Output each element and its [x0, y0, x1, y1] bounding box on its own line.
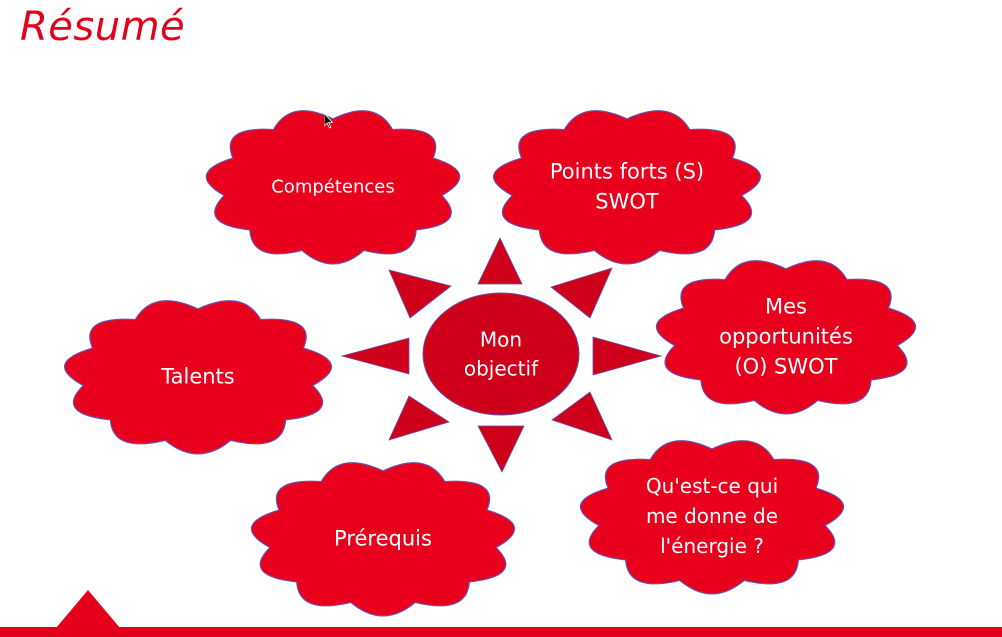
cloud-points-forts[interactable]: Points forts (S) SWOT: [493, 110, 761, 265]
cloud-label-talents: Talents: [160, 364, 234, 388]
cloud-competences[interactable]: Compétences: [205, 110, 461, 265]
arrow-up: [477, 237, 523, 285]
arrow-up-right: [550, 267, 613, 319]
cloud-label-line: Mes: [765, 294, 807, 318]
cloud-talents[interactable]: Talents: [64, 300, 332, 455]
cloud-label-line: Prérequis: [334, 526, 432, 550]
center-label-line: Mon: [480, 328, 522, 352]
cloud-shape: [250, 462, 516, 617]
cloud-shape: [205, 110, 461, 265]
cloud-label-line: Talents: [160, 364, 234, 388]
cloud-label-line: SWOT: [595, 189, 659, 213]
arrow-right: [592, 336, 663, 376]
slide-title: Résumé: [20, 4, 186, 50]
cloud-group: Compétences Points forts (S) SWOT Mes opport…: [64, 110, 917, 617]
center-label-line: objectif: [464, 357, 539, 381]
arrow-up-left: [388, 269, 452, 319]
cloud-shape: [655, 260, 917, 415]
cloud-shape: [579, 440, 845, 595]
cloud-label-line: me donne de: [646, 504, 778, 528]
arrow-group: [340, 237, 663, 473]
cloud-label-line: (O) SWOT: [734, 354, 837, 378]
center-ellipse: [422, 292, 580, 416]
cloud-label-energie: Qu'est-ce qui me donne de l'énergie ?: [646, 474, 778, 558]
center-label: Mon objectif: [464, 328, 539, 381]
cloud-shape: [64, 300, 332, 455]
cloud-shape: [493, 110, 761, 265]
center-node[interactable]: Mon objectif: [422, 292, 580, 416]
cloud-label-line: l'énergie ?: [660, 534, 764, 558]
cloud-prerequis[interactable]: Prérequis: [250, 462, 516, 617]
cloud-label-line: Points forts (S): [550, 159, 704, 183]
arrow-down: [477, 425, 525, 473]
cloud-energie[interactable]: Qu'est-ce qui me donne de l'énergie ?: [579, 440, 845, 595]
cloud-label-points-forts: Points forts (S) SWOT: [550, 159, 704, 213]
cloud-label-competences: Compétences: [271, 176, 395, 197]
cloud-label-line: Compétences: [271, 176, 395, 197]
cloud-opportunites[interactable]: Mes opportunités (O) SWOT: [655, 260, 917, 415]
cloud-label-line: Qu'est-ce qui: [646, 474, 778, 498]
corner-triangle-decoration: [56, 590, 120, 628]
arrow-left: [340, 337, 410, 375]
mouse-pointer-icon: [324, 113, 334, 129]
arrow-down-left: [388, 395, 450, 441]
bottom-accent-bar: [0, 627, 1002, 637]
cloud-label-opportunites: Mes opportunités (O) SWOT: [719, 294, 853, 378]
cloud-label-line: opportunités: [719, 324, 853, 348]
cloud-label-prerequis: Prérequis: [334, 526, 432, 550]
arrow-down-right: [551, 391, 613, 441]
